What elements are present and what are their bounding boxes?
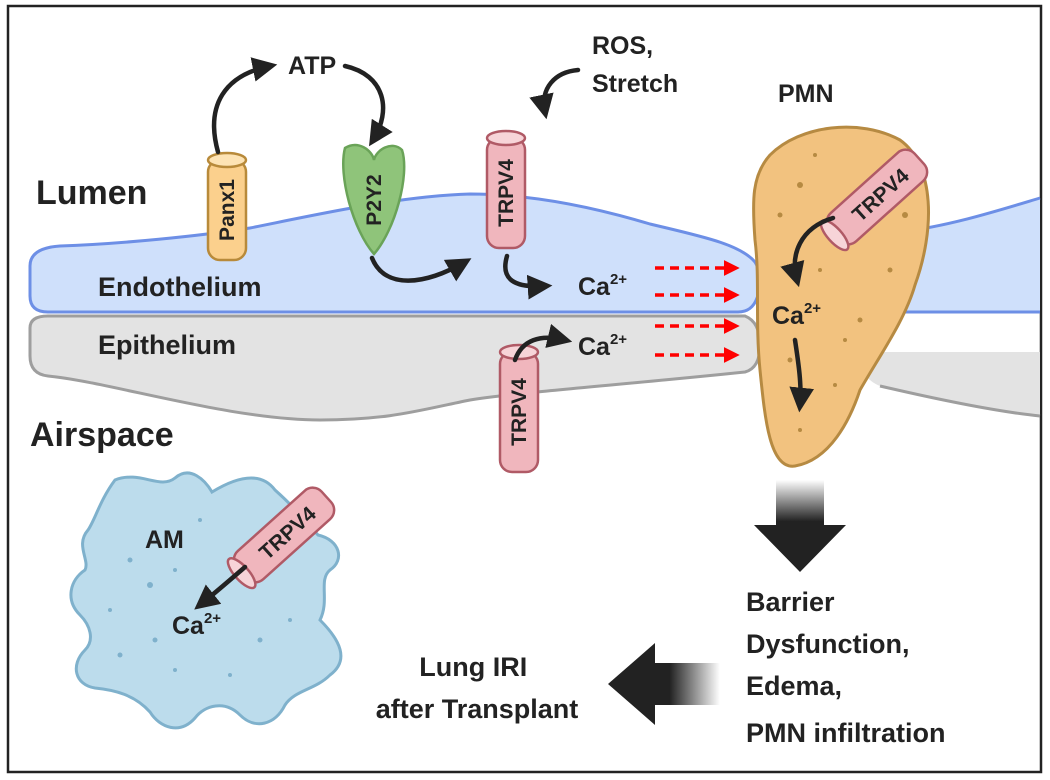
arrow-ros-to-trpv4 <box>529 67 581 120</box>
endothelium-label: Endothelium <box>98 272 262 302</box>
arrow-p2y2-to-trpv4 <box>369 255 472 283</box>
trpv4-channel-epithelium: TRPV4 <box>498 343 540 474</box>
ca-charge: 2+ <box>610 271 627 288</box>
ca-text: Ca <box>578 333 611 361</box>
pmn-label: PMN <box>778 80 834 108</box>
ca-text: Ca <box>578 273 611 301</box>
lung-iri-text: Lung IRI after Transplant <box>376 652 579 724</box>
barrier-line-4: PMN infiltration <box>746 718 945 748</box>
trpv4-label-epithelium: TRPV4 <box>508 378 531 446</box>
calcium-am: Ca2+ <box>172 610 221 640</box>
arrow-panx1-to-atp <box>211 57 278 155</box>
trpv4-channel-endothelium: TRPV4 <box>485 129 527 250</box>
ros-stretch-line2: Stretch <box>592 70 678 98</box>
arrow-am-trpv4-to-ca <box>194 564 248 610</box>
arrow-atp-to-p2y2 <box>342 63 393 147</box>
endothelium-layer <box>28 192 762 314</box>
calcium-endothelium: Ca2+ <box>578 271 627 301</box>
arrow-trpv4-to-ca-endothelium <box>503 253 553 300</box>
ca-charge: 2+ <box>204 610 221 627</box>
airspace-label: Airspace <box>30 416 174 454</box>
calcium-epithelium: Ca2+ <box>578 331 627 361</box>
calcium-pmn: Ca2+ <box>772 300 821 330</box>
ca-text: Ca <box>172 612 205 640</box>
lung-iri-line-2: after Transplant <box>376 694 579 724</box>
p2y2-receptor: P2Y2 <box>342 143 406 256</box>
ca-text: Ca <box>772 302 805 330</box>
panx1-channel: Panx1 <box>206 151 248 262</box>
barrier-outcome-text: Barrier Dysfunction, Edema, PMN infiltra… <box>746 587 945 748</box>
arrow-pmn-ca-down <box>789 337 815 413</box>
ros-stretch-line1: ROS, <box>592 32 653 60</box>
svg-text:Ca2+: Ca2+ <box>772 300 821 330</box>
arrow-outcome-to-lung-iri <box>608 643 720 725</box>
ca-charge: 2+ <box>610 331 627 348</box>
arrow-pmn-to-outcome <box>754 480 846 572</box>
epithelium-label: Epithelium <box>98 330 236 360</box>
epithelium-right-edge <box>879 384 1041 418</box>
p2y2-label: P2Y2 <box>363 174 386 225</box>
arrow-trpv4-to-ca-epithelium <box>512 323 573 363</box>
epithelium-right <box>865 352 1040 416</box>
barrier-line-3: Edema, <box>746 671 842 701</box>
am-label: AM <box>145 526 184 554</box>
ca-charge: 2+ <box>804 300 821 317</box>
barrier-line-2: Dysfunction, <box>746 629 910 659</box>
lung-iri-line-1: Lung IRI <box>419 652 527 682</box>
lumen-label: Lumen <box>36 174 147 212</box>
epithelium-layer <box>28 314 762 422</box>
svg-text:Ca2+: Ca2+ <box>578 271 627 301</box>
panx1-label: Panx1 <box>216 179 239 241</box>
arrow-pmn-trpv4-to-ca <box>780 215 836 288</box>
atp-label: ATP <box>288 52 336 80</box>
svg-text:Ca2+: Ca2+ <box>172 610 221 640</box>
barrier-line-1: Barrier <box>746 587 835 617</box>
trpv4-label-endothelium: TRPV4 <box>495 159 518 227</box>
svg-text:Ca2+: Ca2+ <box>578 331 627 361</box>
